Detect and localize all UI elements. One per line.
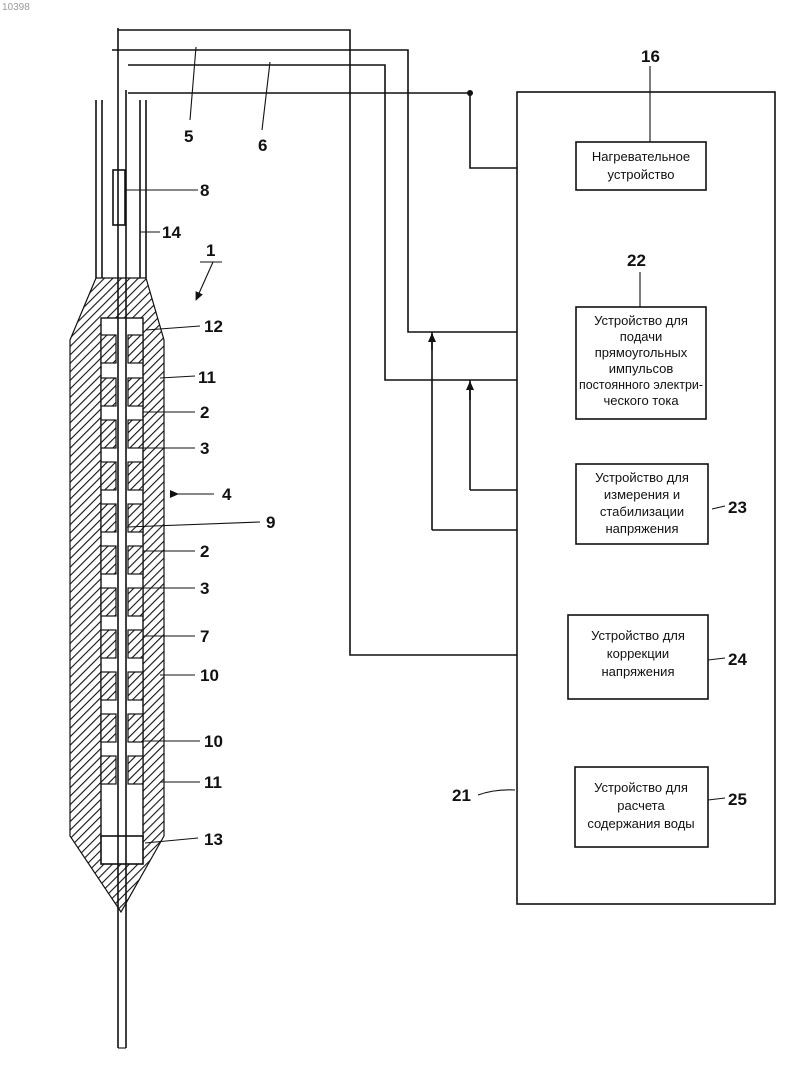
ref-14: 14 [162,223,181,242]
measure-line-4: напряжения [606,521,679,536]
ref-13: 13 [204,830,223,849]
ref-16: 16 [641,47,660,66]
ref-11-bottom: 11 [204,773,222,792]
calc-box: Устройство для расчета содержания воды [575,767,708,847]
correct-line-3: напряжения [602,664,675,679]
measure-line-2: измерения и [604,487,680,502]
pulse-line-1: Устройство для [594,313,688,328]
correct-line-1: Устройство для [591,628,685,643]
corner-id: 10398 [2,2,30,13]
ref-25: 25 [728,790,747,809]
ref-2-top: 2 [200,403,209,422]
pulse-line-3: прямоугольных [595,345,688,360]
ref-21: 21 [452,786,471,805]
calc-line-2: расчета [617,798,665,813]
correct-line-2: коррекции [607,646,669,661]
heater-line-2: устройство [608,167,675,182]
ref-9: 9 [266,513,275,532]
ref-10-bottom: 10 [204,732,223,751]
ref-2-bottom: 2 [200,542,209,561]
heater-box: Нагревательное устройство [576,142,706,190]
ref-4: 4 [222,485,232,504]
ref-6: 6 [258,136,267,155]
measure-box: Устройство для измерения и стабилизации … [576,464,708,544]
ref-12: 12 [204,317,223,336]
ref-10-top: 10 [200,666,219,685]
heater-line-1: Нагревательное [592,149,690,164]
pulse-line-2: подачи [620,329,663,344]
measure-line-3: стабилизации [600,504,684,519]
pulse-line-5: постоянного электри- [579,377,703,392]
calc-line-1: Устройство для [594,780,688,795]
ref-5: 5 [184,127,193,146]
probe-body [70,28,164,1048]
pulse-box: Устройство для подачи прямоугольных импу… [576,307,706,419]
ref-3-top: 3 [200,439,209,458]
ref-11-top: 11 [198,368,216,387]
ref-3-bottom: 3 [200,579,209,598]
ref-22: 22 [627,251,646,270]
measure-line-1: Устройство для [595,470,689,485]
ref-8: 8 [200,181,209,200]
pulse-line-4: импульсов [609,361,674,376]
ref-23: 23 [728,498,747,517]
correct-box: Устройство для коррекции напряжения [568,615,708,699]
ref-24: 24 [728,650,747,669]
calc-line-3: содержания воды [587,816,694,831]
pulse-line-6: ческого тока [603,393,679,408]
ref-1: 1 [206,241,215,260]
ref-7: 7 [200,627,209,646]
